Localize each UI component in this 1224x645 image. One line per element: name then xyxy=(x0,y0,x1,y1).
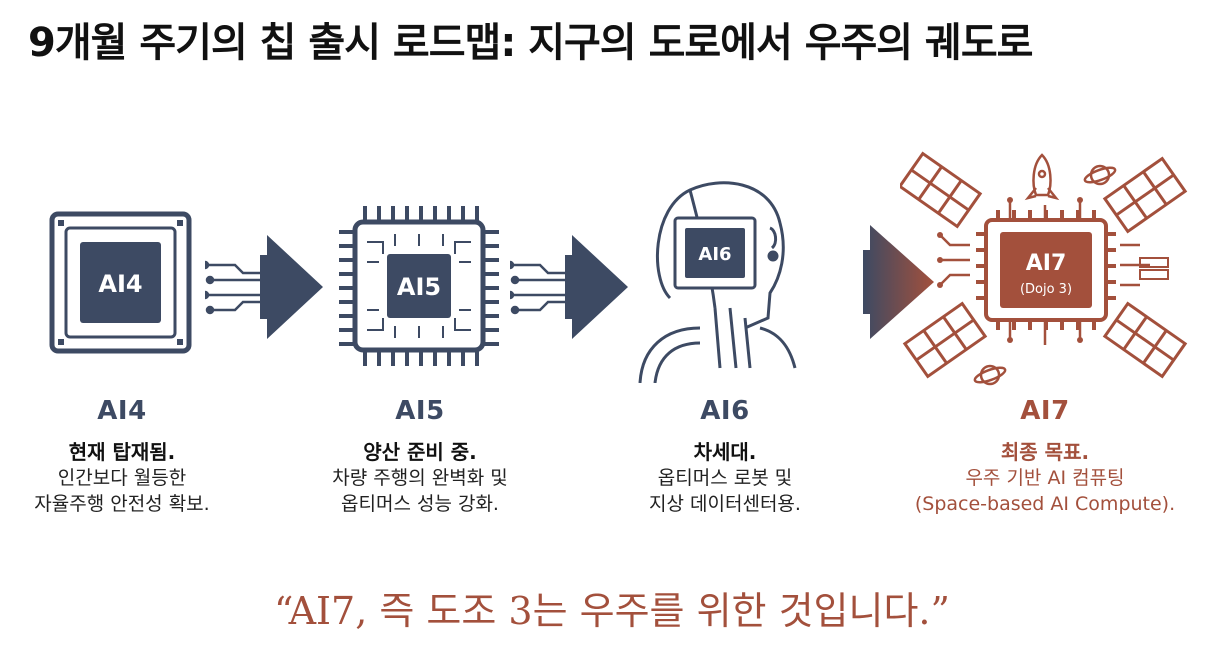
stage-ai6: AI6 차세대. 옵티머스 로봇 및 지상 데이터센터용. xyxy=(575,396,875,517)
stage-desc-line2: 지상 데이터센터용. xyxy=(575,491,875,517)
ai4-chip-icon: AI4 xyxy=(48,210,193,355)
ai5-chip-label: AI5 xyxy=(397,273,441,301)
arrow-right-icon xyxy=(510,225,635,350)
rocket-icon xyxy=(1028,155,1056,198)
stage-headline: 양산 준비 중. xyxy=(270,436,570,465)
stage-name: AI4 xyxy=(0,396,272,426)
stage-headline: 차세대. xyxy=(575,436,875,465)
ai7-chip-label: AI7 xyxy=(1026,251,1067,276)
ai6-chip-label: AI6 xyxy=(698,244,731,265)
stage-desc-line2: 자율주행 안전성 확보. xyxy=(0,491,272,517)
stage-desc-line2: 옵티머스 성능 강화. xyxy=(270,491,570,517)
closing-quote: “AI7, 즉 도조 3는 우주를 위한 것입니다.” xyxy=(0,580,1224,635)
ai7-satellite-chip-icon: AI7 (Dojo 3) xyxy=(900,150,1190,390)
stage-name: AI6 xyxy=(575,396,875,426)
stage-desc-line2: (Space-based AI Compute). xyxy=(885,491,1205,517)
stage-desc-line1: 우주 기반 AI 컴퓨팅 xyxy=(885,465,1205,491)
ai4-chip-label: AI4 xyxy=(98,270,142,298)
stage-name: AI5 xyxy=(270,396,570,426)
stage-headline: 현재 탑재됨. xyxy=(0,436,272,465)
server-icon xyxy=(1140,258,1168,279)
ai7-chip-sublabel: (Dojo 3) xyxy=(1020,282,1072,297)
stage-desc-line1: 옵티머스 로봇 및 xyxy=(575,465,875,491)
arrow-right-icon xyxy=(205,225,330,350)
stage-ai4: AI4 현재 탑재됨. 인간보다 월등한 자율주행 안전성 확보. xyxy=(0,396,272,517)
stage-ai7: AI7 최종 목표. 우주 기반 AI 컴퓨팅 (Space-based AI … xyxy=(885,396,1205,517)
robot-head-icon: AI6 xyxy=(630,168,815,383)
stage-desc-line1: 인간보다 월등한 xyxy=(0,465,272,491)
stage-ai5: AI5 양산 준비 중. 차량 주행의 완벽화 및 옵티머스 성능 강화. xyxy=(270,396,570,517)
ai5-chip-icon: AI5 xyxy=(335,202,503,370)
stage-name: AI7 xyxy=(885,396,1205,426)
stage-desc-line1: 차량 주행의 완벽화 및 xyxy=(270,465,570,491)
stage-headline: 최종 목표. xyxy=(885,436,1205,465)
